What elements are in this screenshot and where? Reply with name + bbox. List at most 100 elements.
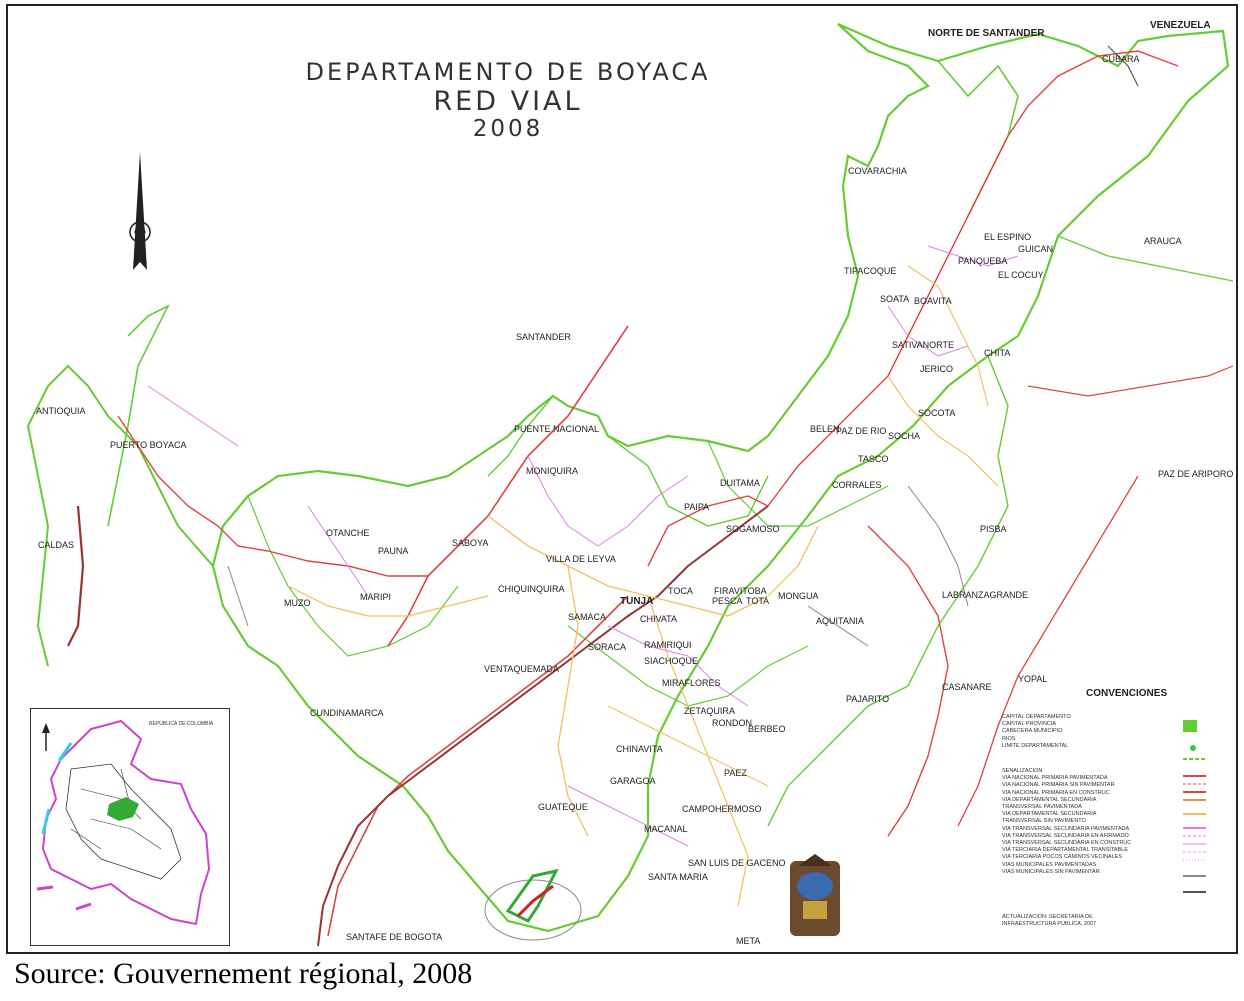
town-label: MIRAFLORES xyxy=(662,678,721,688)
secondary-road-4 xyxy=(887,375,999,487)
municipal-road-2 xyxy=(227,565,249,627)
town-label: SANTA MARIA xyxy=(648,872,708,882)
town-label: PAJARITO xyxy=(846,694,890,704)
label-paz-ariporo: PAZ DE ARIPORO xyxy=(1158,469,1234,479)
legend-item: CABECERA MUNICIPIO xyxy=(1002,728,1063,735)
map-year: 2008 xyxy=(472,116,544,142)
town-label: CHITA xyxy=(984,348,1011,358)
label-santander: SANTANDER xyxy=(516,332,571,342)
town-label: VENTAQUEMADA xyxy=(484,664,559,674)
town-label: RAMIRIQUI xyxy=(644,640,692,650)
tertiary-road-3 xyxy=(607,625,749,707)
internal-boundary-3 xyxy=(707,440,889,527)
legend-item: VIA DEPARTAMENTAL SECUNDARIA xyxy=(1002,796,1097,803)
tertiary-road-1 xyxy=(527,455,689,547)
primary-road-casanare xyxy=(957,475,1139,827)
town-label: PISBA xyxy=(980,524,1007,534)
town-label: TOTA xyxy=(746,596,770,606)
tertiary-road-6 xyxy=(567,785,689,847)
town-label: FIRAVITOBA xyxy=(714,586,767,596)
legend-item: VIAS MUNICIPALES SIN PAVIMENTAR xyxy=(1002,868,1100,875)
town-label: SORACA xyxy=(588,642,627,652)
secretaria-logo-icon xyxy=(484,868,582,941)
primary-road-east xyxy=(867,525,949,837)
legend-item: CAPITAL DEPARTAMENTO xyxy=(1002,714,1071,720)
source-caption: Source: Gouvernement régional, 2008 xyxy=(14,957,473,990)
town-label: PAUNA xyxy=(378,546,409,556)
tertiary-road-7 xyxy=(887,305,969,357)
map-frame: DEPARTAMENTO DE BOYACA RED VIAL 2008 NOR… xyxy=(6,4,1238,954)
legend-item: RIOS xyxy=(1002,735,1016,742)
town-label: EL COCUY xyxy=(998,270,1044,280)
legend-item: VIA TRANSVERSAL SECUNDARIA EN AFIRMADO xyxy=(1002,832,1129,839)
label-casanare: CASANARE xyxy=(942,682,992,692)
town-label: CAMPOHERMOSO xyxy=(682,804,762,814)
municipal-road-3 xyxy=(807,605,869,647)
primary-road-west xyxy=(117,415,428,577)
boyaca-coat-of-arms-icon xyxy=(790,854,840,936)
tertiary-road-5 xyxy=(147,385,239,447)
town-label: ZETAQUIRA xyxy=(684,706,735,716)
legend-item: VIA TRANSVERSAL SECUNDARIA EN CONSTRUC xyxy=(1002,840,1132,847)
legend-item: TRANSVERSAL SIN PAVIMENTO xyxy=(1002,818,1086,825)
legend-swatches xyxy=(1183,720,1206,893)
internal-boundary-1 xyxy=(247,495,459,657)
town-label: DUITAMA xyxy=(720,478,760,488)
town-label: TOCA xyxy=(668,586,693,596)
arauca-boundary xyxy=(1057,235,1234,282)
label-arauca: ARAUCA xyxy=(1144,236,1182,246)
primary-road-bogota xyxy=(327,595,629,937)
antioquia-boundary xyxy=(107,304,170,527)
legend-item: VIA NACIONAL PRIMARIA SIN PAVIMENTAR xyxy=(1002,782,1115,789)
town-label: MONIQUIRA xyxy=(526,466,579,476)
label-meta: META xyxy=(736,936,761,946)
town-label: SABOYA xyxy=(452,538,489,548)
town-label: PUERTO BOYACA xyxy=(110,440,187,450)
legend-item: SEÑALIZACION xyxy=(1002,768,1043,774)
label-yopal: YOPAL xyxy=(1018,674,1048,684)
primary-road-caldas xyxy=(67,505,85,647)
legend-road-list: SEÑALIZACION VIA NACIONAL PRIMARIA PAVIM… xyxy=(1002,768,1182,876)
town-label: BERBEO xyxy=(748,724,786,734)
primary-road-northeast xyxy=(767,50,1179,507)
town-label: PAEZ xyxy=(724,768,747,778)
town-label: SOCOTA xyxy=(918,408,956,418)
town-label: GARAGOA xyxy=(610,776,656,786)
town-label: CUBARA xyxy=(1102,54,1140,64)
town-label: CHINAVITA xyxy=(616,744,663,754)
department-boundary xyxy=(211,22,1230,933)
tertiary-road-4 xyxy=(927,245,1019,267)
town-label: TASCO xyxy=(858,454,889,464)
town-label: JERICO xyxy=(920,364,954,374)
primary-road-tunja xyxy=(647,495,769,567)
label-santafe: SANTAFE DE BOGOTA xyxy=(346,932,443,942)
town-label: RONDON xyxy=(712,718,752,728)
town-label: VILLA DE LEYVA xyxy=(546,554,616,564)
town-label: TIPACOQUE xyxy=(844,266,897,276)
legend-symbol-list: CAPITAL DEPARTAMENTO CAPITAL PROVINCIA C… xyxy=(1002,714,1122,750)
north-arrow-icon xyxy=(129,152,151,270)
town-label: MUZO xyxy=(284,598,311,608)
label-antioquia: ANTIOQUIA xyxy=(36,406,86,416)
legend-item: VIA NACIONAL PRIMARIA EN CONSTRUC xyxy=(1002,789,1110,796)
secondary-road-7 xyxy=(607,705,769,787)
town-label: CORRALES xyxy=(832,480,882,490)
town-label: AQUITANIA xyxy=(816,616,864,626)
legend-item: VIA TERCIARIA POCOS CAMINOS VECINALES xyxy=(1002,854,1123,861)
town-label: GUICAN xyxy=(1018,244,1054,254)
town-label: SAN LUIS DE GACENO xyxy=(688,858,786,868)
label-cundinamarca: CUNDINAMARCA xyxy=(310,708,384,718)
town-label: BOAVITA xyxy=(914,296,952,306)
label-caldas: CALDAS xyxy=(38,540,75,550)
town-label: COVARACHIA xyxy=(848,166,907,176)
casanare-boundary xyxy=(767,355,1009,827)
inset-caption: REPUBLICA DE COLOMBIA xyxy=(149,721,214,727)
town-label: MACANAL xyxy=(644,824,688,834)
town-label: SATIVANORTE xyxy=(892,340,955,350)
legend-item: VIA TERCIARIA DEPARTAMENTAL TRANSITABLE xyxy=(1002,847,1128,854)
trunk-road xyxy=(317,505,769,947)
legend-item: VIAS MUNICIPALES PAVIMENTADAS xyxy=(1002,861,1097,868)
secondary-road-2 xyxy=(557,565,589,837)
town-label: PUENTE NACIONAL xyxy=(514,424,600,434)
legend-item: VIA NACIONAL PRIMARIA PAVIMENTADA xyxy=(1002,775,1108,782)
